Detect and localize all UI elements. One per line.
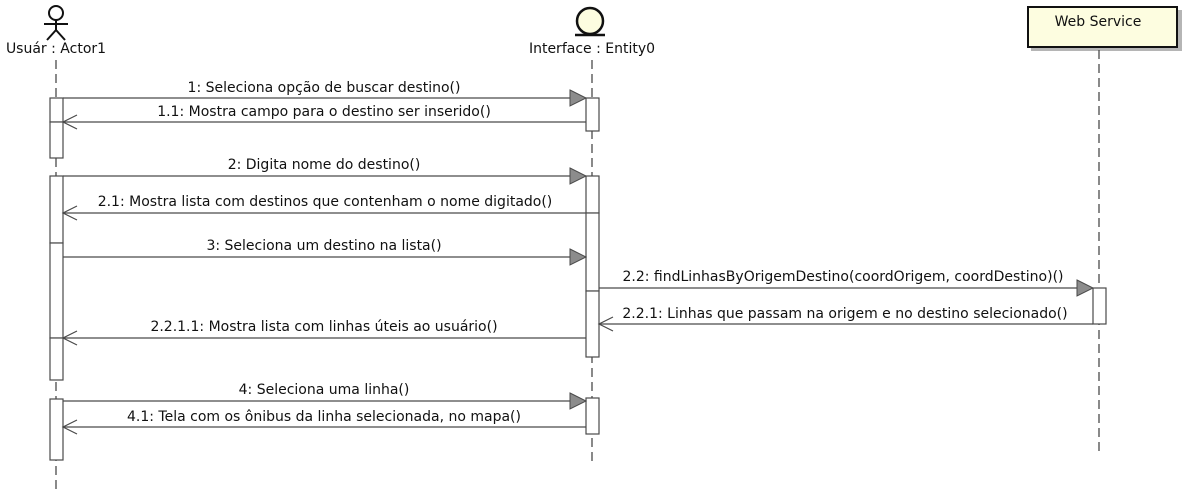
call-arrowhead (569, 89, 588, 107)
return-arrowhead (61, 114, 78, 130)
actor-label: Usuár : Actor1 (6, 41, 106, 57)
message-label: 2.2: findLinhasByOrigemDestino(coordOrig… (622, 269, 1063, 285)
actor-icon (44, 5, 68, 41)
entity-activation-1 (585, 97, 600, 132)
message-1-1: 1.1: Mostra campo para o destino ser ins… (61, 104, 586, 130)
message-label: 4.1: Tela com os ônibus da linha selecio… (127, 409, 521, 425)
message-3: 3: Seleciona um destino na lista() (63, 238, 588, 266)
message-label: 3: Seleciona um destino na lista() (206, 238, 441, 254)
message-2-1: 2.1: Mostra lista com destinos que conte… (61, 194, 586, 221)
message-1: 1: Seleciona opção de buscar destino() (63, 80, 588, 107)
entity-activation-5 (585, 397, 600, 435)
actor-activation-2 (49, 121, 64, 159)
actor-activation-1 (49, 97, 64, 123)
message-2-2: 2.2: findLinhasByOrigemDestino(coordOrig… (599, 269, 1095, 297)
message-label: 2: Digita nome do destino() (228, 157, 421, 173)
message-4: 4: Seleciona uma linha() (63, 382, 588, 410)
entity-label: Interface : Entity0 (529, 41, 655, 57)
entity-activation-4 (585, 290, 600, 358)
call-arrowhead (1076, 279, 1095, 297)
return-arrowhead (61, 419, 78, 435)
message-2-2-1: 2.2.1: Linhas que passam na origem e no … (597, 306, 1093, 332)
actor-activation-4 (49, 242, 64, 339)
actor-activation-3 (49, 175, 64, 244)
entity-icon (575, 6, 605, 37)
message-label: 1: Seleciona opção de buscar destino() (188, 80, 461, 96)
actor-activation-6 (49, 398, 64, 461)
message-label: 1.1: Mostra campo para o destino ser ins… (157, 104, 491, 120)
entity-activation-3 (585, 212, 600, 292)
message-label: 4: Seleciona uma linha() (239, 382, 410, 398)
message-label: 2.2.1: Linhas que passam na origem e no … (622, 306, 1067, 322)
message-label: 2.1: Mostra lista com destinos que conte… (98, 194, 553, 210)
web-service-box (1027, 6, 1182, 51)
entity-activation-2 (585, 175, 600, 214)
call-arrowhead (569, 248, 588, 266)
return-arrowhead (597, 316, 614, 332)
message-2-2-1-1: 2.2.1.1: Mostra lista com linhas úteis a… (61, 319, 586, 346)
return-arrowhead (61, 330, 78, 346)
web-service-activation (1092, 287, 1107, 325)
message-4-1: 4.1: Tela com os ônibus da linha selecio… (61, 409, 586, 435)
message-2: 2: Digita nome do destino() (63, 157, 588, 185)
return-arrowhead (61, 205, 78, 221)
call-arrowhead (569, 167, 588, 185)
web-service-label: Web Service (1055, 14, 1142, 30)
actor-activation-5 (49, 337, 64, 381)
call-arrowhead (569, 392, 588, 410)
message-label: 2.2.1.1: Mostra lista com linhas úteis a… (150, 319, 497, 335)
